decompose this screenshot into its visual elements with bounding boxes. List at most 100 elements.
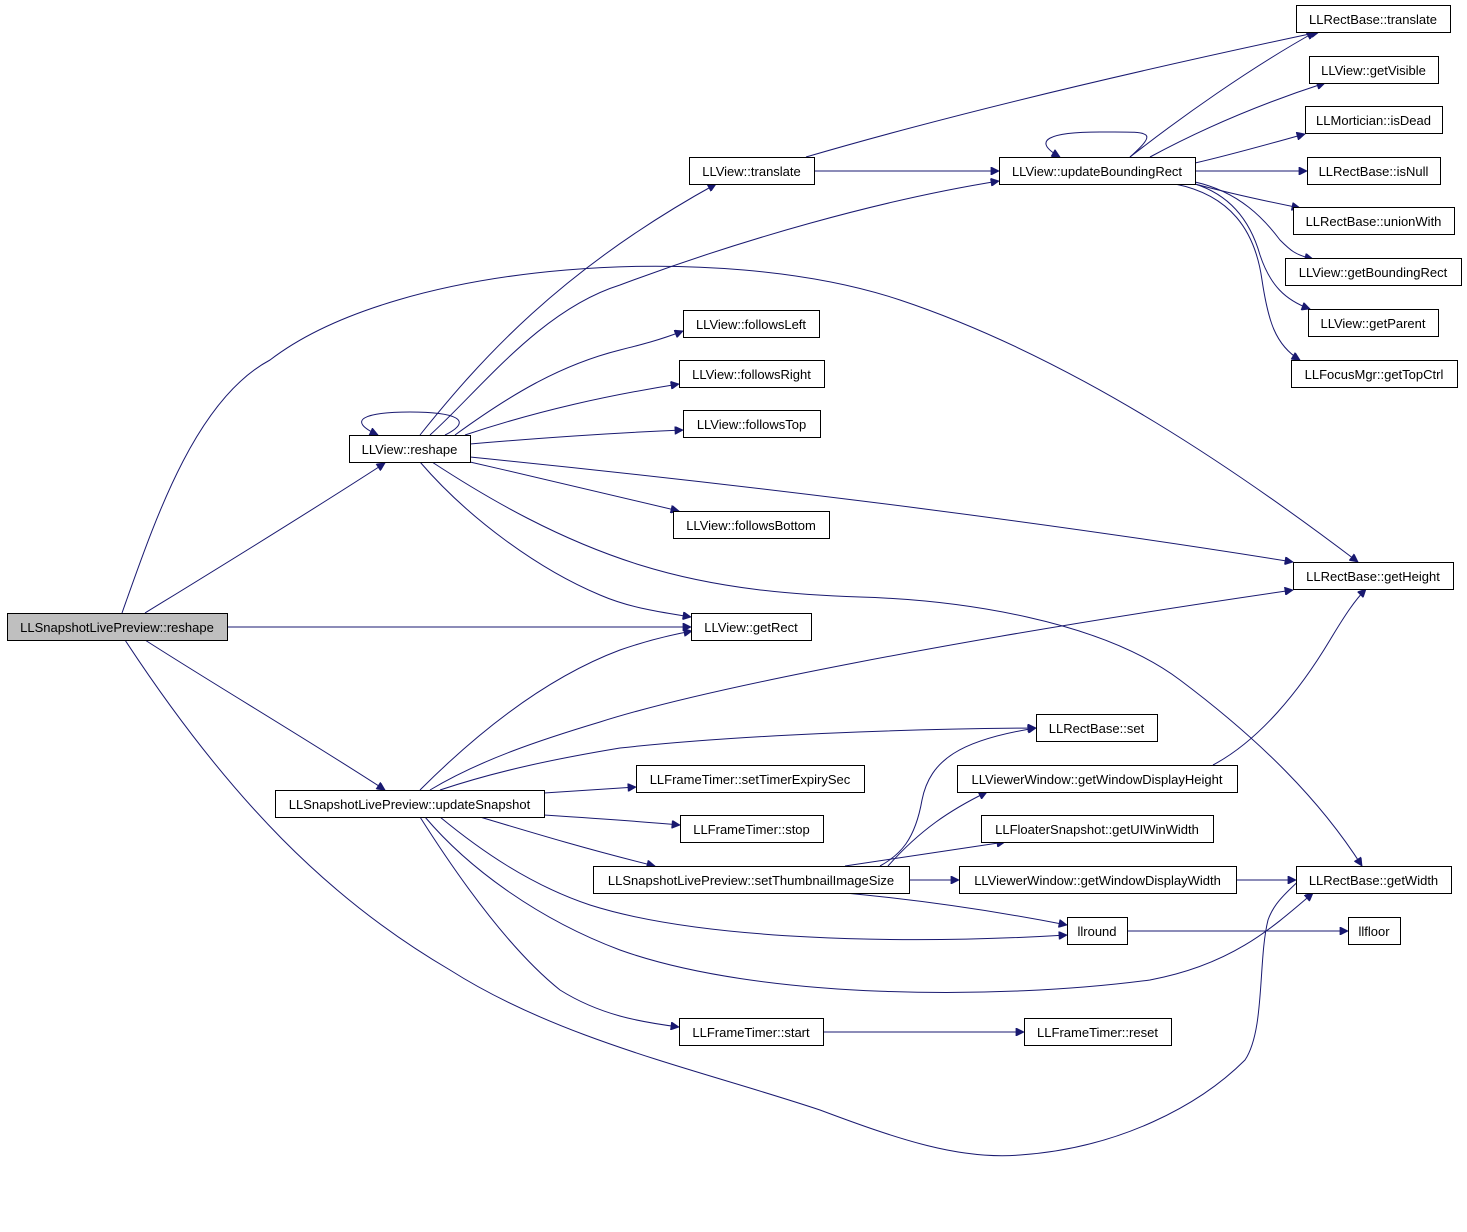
node-root[interactable]: LLSnapshotLivePreview::reshape [7,613,228,641]
node-box [275,790,545,818]
edge-set_thumbnail-to-llround [844,892,1067,925]
node-rect-set[interactable]: LLRectBase::set [1036,714,1158,742]
node-get-top-ctrl[interactable]: LLFocusMgr::getTopCtrl [1291,360,1458,388]
edge-arrow [1194,134,1305,164]
node-get-parent[interactable]: LLView::getParent [1308,309,1439,337]
node-box [999,157,1196,185]
node-label: LLView::getRect [704,620,798,635]
edge-arrow [124,639,1313,1157]
node-llfloor[interactable]: llfloor [1348,917,1401,945]
edge-set_thumbnail-to-ui_win_width [844,842,1005,867]
node-follows-left[interactable]: LLView::followsLeft [683,310,820,338]
node-update-bounding[interactable]: LLView::updateBoundingRect [999,157,1196,185]
node-get-width[interactable]: LLRectBase::getWidth [1296,866,1452,894]
node-box [981,815,1214,843]
edge-reshape-to-get_width [431,461,1362,866]
node-set-timer-expiry[interactable]: LLFrameTimer::setTimerExpirySec [636,765,865,793]
edge-arrow [361,411,460,435]
node-box [1036,714,1158,742]
node-label: LLRectBase::getHeight [1306,569,1440,584]
edge-arrow [543,814,680,825]
node-reshape[interactable]: LLView::reshape [349,435,471,463]
edge-arrow [479,816,655,866]
edge-set_thumbnail-to-rect_set [879,728,1036,867]
node-translate[interactable]: LLView::translate [689,157,815,185]
node-box [1296,866,1452,894]
node-box [673,511,830,539]
edge-root-to-update_snapshot [144,639,385,790]
node-label: LLFrameTimer::setTimerExpirySec [650,772,851,787]
node-win-display-height[interactable]: LLViewerWindow::getWindowDisplayHeight [957,765,1238,793]
node-get-height[interactable]: LLRectBase::getHeight [1293,562,1454,590]
node-box [1305,106,1443,134]
node-is-dead[interactable]: LLMortician::isDead [1305,106,1443,134]
node-label: LLView::followsLeft [696,317,806,332]
node-box [1024,1018,1172,1046]
node-ui-win-width[interactable]: LLFloaterSnapshot::getUIWinWidth [981,815,1214,843]
node-is-null[interactable]: LLRectBase::isNull [1307,157,1441,185]
edge-arrow [429,590,1293,791]
node-box [959,866,1237,894]
node-label: LLFrameTimer::start [692,1025,810,1040]
edge-update_bounding-to-union_with [1194,183,1300,208]
edge-update_bounding-to-get_parent [1194,183,1310,309]
node-win-display-width[interactable]: LLViewerWindow::getWindowDisplayWidth [959,866,1237,894]
node-box [593,866,910,894]
node-box [1293,562,1454,590]
edge-reshape-to-follows_bottom [469,461,679,511]
node-rect-translate[interactable]: LLRectBase::translate [1296,5,1451,33]
node-start[interactable]: LLFrameTimer::start [679,1018,824,1046]
edge-arrow [419,631,692,791]
node-box [1291,360,1458,388]
node-box [1307,157,1441,185]
node-get-rect[interactable]: LLView::getRect [691,613,812,641]
node-get-visible[interactable]: LLView::getVisible [1309,56,1439,84]
edge-arrow [1174,183,1300,360]
node-update-snapshot[interactable]: LLSnapshotLivePreview::updateSnapshot [275,790,545,818]
edge-arrow [1149,83,1325,158]
edge-arrow [431,461,1362,866]
node-reset[interactable]: LLFrameTimer::reset [1024,1018,1172,1046]
edge-reshape-to-translate [419,183,716,436]
node-follows-right[interactable]: LLView::followsRight [679,360,825,388]
node-box [1308,309,1439,337]
edge-update_snapshot-to-set_thumbnail [479,816,655,866]
edge-arrow [144,639,385,790]
edge-translate-to-rect_translate [805,32,1319,158]
edge-arrow [144,463,385,614]
node-box [636,765,865,793]
node-follows-top[interactable]: LLView::followsTop [683,410,821,438]
node-set-thumbnail[interactable]: LLSnapshotLivePreview::setThumbnailImage… [593,866,910,894]
edge-update_snapshot-to-get_width [424,816,1313,993]
node-label: LLView::getBoundingRect [1299,265,1448,280]
node-box [680,815,824,843]
node-stop[interactable]: LLFrameTimer::stop [680,815,824,843]
edge-arrow [805,32,1319,158]
node-get-bounding-rect[interactable]: LLView::getBoundingRect [1285,258,1462,286]
edge-update_snapshot-to-get_rect [419,631,692,791]
node-label: LLRectBase::translate [1309,12,1437,27]
node-label: LLView::translate [702,164,801,179]
edge-arrow [454,331,683,436]
node-box [683,310,820,338]
edge-arrow [1194,183,1310,309]
node-union-with[interactable]: LLRectBase::unionWith [1293,207,1455,235]
node-llround[interactable]: llround [1067,917,1128,945]
edge-arrow [419,461,691,617]
edge-arrow [419,816,679,1027]
node-label: LLView::getVisible [1321,63,1426,78]
edge-root-to-get_width [124,639,1313,1157]
node-box [1348,917,1401,945]
node-follows-bottom[interactable]: LLView::followsBottom [673,511,830,539]
node-label: LLView::followsRight [692,367,811,382]
node-box [691,613,812,641]
edge-reshape-to-update_bounding [429,181,999,436]
node-label: LLView::followsTop [697,417,806,432]
node-box [1309,56,1439,84]
edge-win_display_height-to-get_height [1212,589,1366,766]
edge-arrow [887,792,987,867]
node-box [1285,258,1462,286]
edge-reshape-to-get_rect [419,461,691,617]
node-label: LLView::getParent [1320,316,1425,331]
edge-update_bounding-to-update_bounding [1045,131,1148,157]
